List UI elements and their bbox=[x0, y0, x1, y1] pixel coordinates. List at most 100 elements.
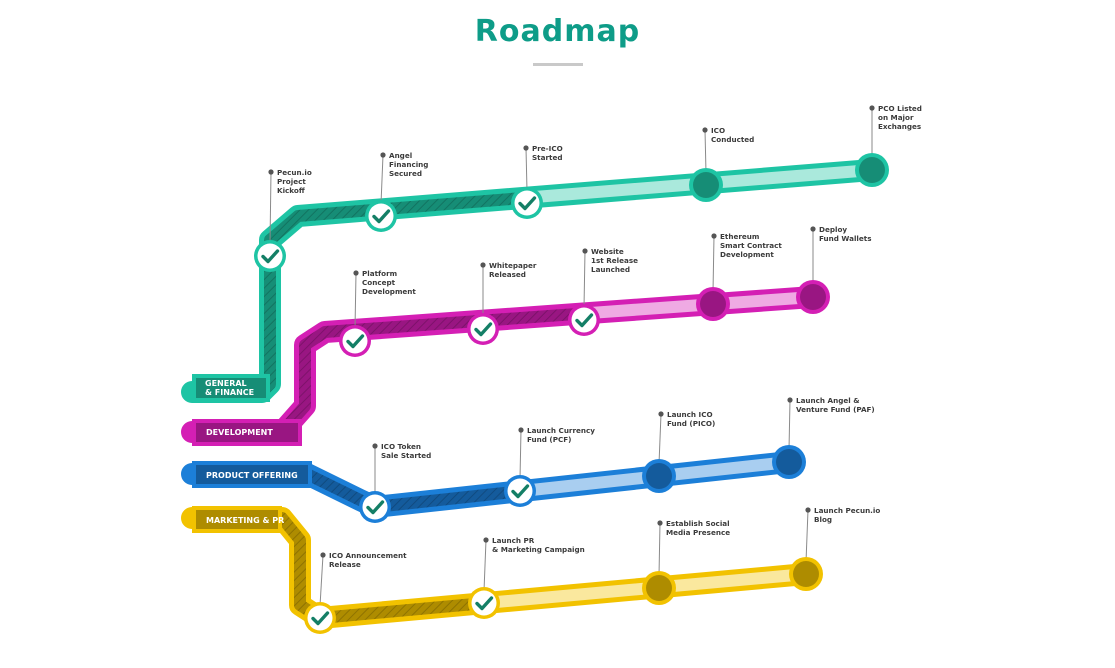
lane-label-inner bbox=[196, 423, 298, 442]
milestone-label: ICO Announcement bbox=[329, 551, 407, 560]
milestone-pin-dot bbox=[268, 169, 274, 175]
milestone-node-pending bbox=[646, 463, 672, 489]
milestone-node-done bbox=[257, 243, 283, 269]
checkmark-icon bbox=[474, 322, 493, 337]
milestone-node-done bbox=[307, 605, 333, 631]
milestone: Launch PR& Marketing Campaign bbox=[468, 536, 585, 619]
milestone-label: Platform bbox=[362, 269, 397, 278]
milestone-node-done bbox=[368, 203, 394, 229]
milestone-label: Smart Contract bbox=[720, 241, 782, 250]
milestone-leader-line bbox=[788, 399, 791, 451]
lane-track-hatch bbox=[192, 307, 585, 438]
lane-general-finance: GENERAL& FINANCEPecun.ioProjectKickoffAn… bbox=[181, 104, 922, 403]
milestone-leader-line bbox=[483, 539, 487, 592]
milestone-node-pending bbox=[859, 157, 885, 183]
milestone-label: Angel bbox=[389, 151, 412, 160]
checkmark-icon bbox=[261, 249, 280, 264]
milestone-label: Establish Social bbox=[666, 519, 730, 528]
milestone-label: 1st Release bbox=[591, 256, 638, 265]
milestone-label: Launch PR bbox=[492, 536, 535, 545]
milestone-pin-dot bbox=[380, 152, 386, 158]
lane-track-completed bbox=[192, 191, 528, 398]
milestone-pin-dot bbox=[805, 507, 811, 513]
milestone-label: Launch Pecun.io bbox=[814, 506, 880, 515]
milestone-pin-dot bbox=[523, 145, 529, 151]
milestone-label: Release bbox=[329, 560, 361, 569]
milestone-label: & Marketing Campaign bbox=[492, 545, 585, 554]
milestone-leader-line bbox=[269, 171, 272, 245]
milestone-label: on Major bbox=[878, 113, 914, 122]
lane-label-text: DEVELOPMENT bbox=[206, 428, 273, 437]
checkmark-icon bbox=[372, 209, 391, 224]
milestone-label: Launch Angel & bbox=[796, 396, 859, 405]
milestone-leader-line bbox=[354, 272, 357, 330]
milestone-pin-dot bbox=[711, 233, 717, 239]
milestone-label: Pre-ICO bbox=[532, 144, 563, 153]
lane-label-text: MARKETING & PR bbox=[206, 516, 284, 525]
lane-label-inner bbox=[196, 510, 278, 529]
lane-label-inner bbox=[196, 378, 266, 398]
checkmark-icon bbox=[346, 334, 365, 349]
milestone-label: Deploy bbox=[819, 225, 847, 234]
milestone-label: ICO Token bbox=[381, 442, 421, 451]
milestone-node-pending bbox=[700, 291, 726, 317]
title-underline bbox=[533, 63, 583, 66]
milestone-node-done bbox=[362, 494, 388, 520]
checkmark-icon bbox=[518, 196, 537, 211]
lane-label-text: PRODUCT OFFERING bbox=[206, 471, 298, 480]
milestone-leader-line bbox=[704, 129, 707, 174]
milestone-pin-dot bbox=[582, 248, 588, 254]
milestone-label: Venture Fund (PAF) bbox=[796, 405, 875, 414]
milestone-label: Fund (PICO) bbox=[667, 419, 715, 428]
milestone-label: Kickoff bbox=[277, 186, 305, 195]
milestone-pin-dot bbox=[810, 226, 816, 232]
milestone-leader-line bbox=[658, 522, 661, 577]
milestone-node-pending bbox=[693, 172, 719, 198]
milestone: Launch Angel &Venture Fund (PAF) bbox=[772, 396, 875, 479]
milestone-pin-dot bbox=[658, 411, 664, 417]
milestone-node-done bbox=[571, 307, 597, 333]
milestone-label: Blog bbox=[814, 515, 832, 524]
milestone-pin-dot bbox=[320, 552, 326, 558]
checkmark-icon bbox=[475, 596, 494, 611]
page-title: Roadmap bbox=[474, 14, 641, 49]
milestone-node-done bbox=[507, 478, 533, 504]
lane-track-hatch bbox=[192, 191, 528, 398]
milestone-node-done bbox=[342, 328, 368, 354]
milestone-leader-line bbox=[805, 509, 809, 563]
milestone-label: Development bbox=[362, 287, 416, 296]
milestone-pin-dot bbox=[869, 105, 875, 111]
milestone-label: Conducted bbox=[711, 135, 754, 144]
milestone-node-pending bbox=[793, 561, 819, 587]
milestone-label: Financing bbox=[389, 160, 428, 169]
milestone-node-done bbox=[514, 190, 540, 216]
milestone-label: Concept bbox=[362, 278, 396, 287]
milestone-pin-dot bbox=[353, 270, 359, 276]
milestone-label: Project bbox=[277, 177, 306, 186]
milestone-label: Launched bbox=[591, 265, 630, 274]
lane-label-inner bbox=[196, 465, 308, 484]
milestone-leader-line bbox=[319, 554, 324, 607]
checkmark-icon bbox=[575, 313, 594, 328]
milestone-label: ICO bbox=[711, 126, 725, 135]
milestone-pin-dot bbox=[483, 537, 489, 543]
milestone-leader-line bbox=[658, 413, 662, 465]
milestone-label: Whitepaper bbox=[489, 261, 537, 270]
milestone-label: Launch ICO bbox=[667, 410, 713, 419]
milestone-node-done bbox=[470, 316, 496, 342]
milestone-pin-dot bbox=[480, 262, 486, 268]
milestone-label: Started bbox=[532, 153, 562, 162]
lane-label-text: GENERAL bbox=[205, 379, 247, 388]
